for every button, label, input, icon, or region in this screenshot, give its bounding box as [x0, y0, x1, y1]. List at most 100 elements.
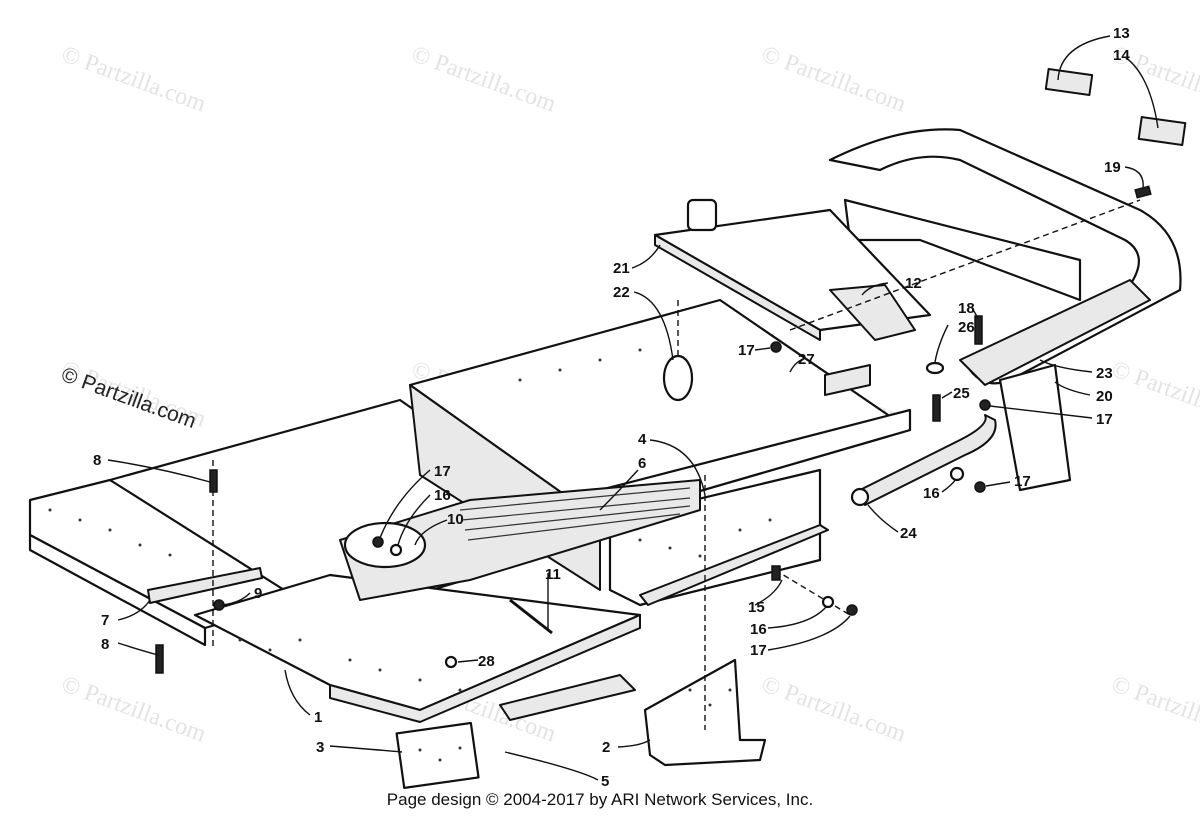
bracket-7 — [147, 567, 263, 604]
callout-10: 10 — [447, 511, 464, 528]
callout-5: 5 — [601, 773, 609, 790]
callout-18: 18 — [958, 300, 975, 317]
running-board-left-edge — [28, 533, 207, 647]
watermark: © Partzilla.com — [1108, 671, 1200, 747]
bolt-15 — [771, 565, 781, 581]
fastener-axis-19 — [789, 199, 1141, 331]
mounting-bracket-2 — [643, 658, 767, 767]
leader-26 — [934, 324, 949, 363]
nut-17 — [846, 604, 858, 616]
nut-17 — [372, 536, 384, 548]
bolt-25 — [932, 394, 941, 422]
tunnel-channel-wall — [608, 468, 822, 607]
callout-12: 12 — [905, 275, 922, 292]
leader-27 — [789, 357, 806, 373]
rear-flap — [998, 363, 1072, 492]
plate-3 — [395, 721, 480, 789]
leader-4 — [649, 439, 706, 496]
watermark: © Partzilla.com — [758, 671, 910, 747]
heat-exchanger — [339, 479, 701, 601]
callout-8: 8 — [93, 452, 101, 469]
leader-15 — [754, 579, 783, 606]
leader-8 — [107, 459, 211, 483]
callout-24: 24 — [900, 525, 917, 542]
callout-16c: 16 — [750, 621, 767, 638]
callout-20: 20 — [1096, 388, 1113, 405]
tube-24 — [859, 414, 997, 506]
leader-24 — [867, 504, 899, 533]
callout-21: 21 — [613, 260, 630, 277]
callout-labels: 1 2 3 4 5 6 7 8 8 9 10 11 12 13 14 15 16… — [93, 25, 1130, 790]
hitch-plate-edge — [654, 234, 821, 341]
callout-17b: 17 — [738, 342, 755, 359]
leader-17a — [379, 469, 431, 539]
tunnel-assembly-drawing — [28, 68, 1187, 789]
leader-28 — [457, 659, 479, 663]
leader-1 — [284, 669, 311, 716]
callout-15: 15 — [748, 599, 765, 616]
callout-4: 4 — [638, 431, 647, 448]
leader-20 — [1054, 381, 1091, 396]
leader-17e — [767, 615, 851, 651]
nut-17 — [974, 481, 986, 493]
callout-6: 6 — [638, 455, 646, 472]
leader-17c — [989, 405, 1093, 419]
watermark: © Partzilla.com — [758, 41, 910, 117]
leader-16c — [767, 606, 827, 629]
callout-3: 3 — [316, 739, 324, 756]
footer-copyright: Page design © 2004-2017 by ARI Network S… — [386, 790, 814, 809]
callout-7: 7 — [101, 612, 109, 629]
callout-22: 22 — [613, 284, 630, 301]
hitch-bracket-12 — [829, 284, 916, 341]
washer-26 — [925, 361, 945, 375]
leader-10 — [414, 519, 448, 546]
callout-16b: 16 — [923, 485, 940, 502]
heat-exchanger-fins — [459, 487, 691, 541]
nut-17 — [770, 341, 782, 353]
leader-25 — [941, 391, 953, 399]
leader-18 — [971, 307, 979, 319]
lower-side-panel-lip — [329, 614, 641, 723]
washer-28 — [444, 655, 458, 669]
callout-2: 2 — [602, 739, 610, 756]
leader-14 — [1124, 56, 1159, 129]
callout-17d: 17 — [1014, 473, 1031, 490]
leader-7 — [117, 599, 151, 621]
leader-16a — [397, 494, 431, 546]
watermark: © Partzilla.com — [58, 671, 210, 747]
bolt-19 — [1134, 185, 1152, 199]
leader-12 — [861, 282, 889, 296]
plate-5 — [499, 674, 636, 721]
leader-2 — [617, 739, 651, 748]
bolt-18 — [974, 315, 983, 345]
callout-17c: 17 — [1096, 411, 1113, 428]
callout-9: 9 — [254, 585, 262, 602]
heat-exchanger-end — [343, 521, 427, 569]
leader-17d — [985, 481, 1011, 487]
bracket-27 — [824, 364, 871, 396]
rear-bumper-tread — [959, 279, 1151, 386]
callout-17e: 17 — [750, 642, 767, 659]
callout-17a: 17 — [434, 463, 451, 480]
leader-lines — [107, 35, 1159, 781]
callout-23: 23 — [1096, 365, 1113, 382]
decal-13 — [1044, 68, 1094, 96]
callout-1: 1 — [314, 709, 322, 726]
callout-11: 11 — [545, 566, 561, 583]
leader-23 — [1039, 359, 1093, 373]
watermark: © Partzilla.com — [58, 41, 210, 117]
tunnel-rail-rod — [639, 524, 829, 606]
leader-16b — [941, 478, 957, 493]
fastener-axis-15 — [774, 569, 851, 616]
watermark: © Partzilla.com — [1108, 356, 1200, 432]
washer-16 — [389, 543, 403, 557]
rivet-dots — [48, 348, 772, 762]
nut-17 — [979, 399, 991, 411]
leader-5 — [504, 751, 599, 781]
bolt-8-bottom — [155, 644, 164, 674]
leader-8b — [117, 642, 159, 656]
leader-17b — [754, 347, 771, 351]
leader-6 — [599, 469, 639, 511]
callout-25: 25 — [953, 385, 970, 402]
